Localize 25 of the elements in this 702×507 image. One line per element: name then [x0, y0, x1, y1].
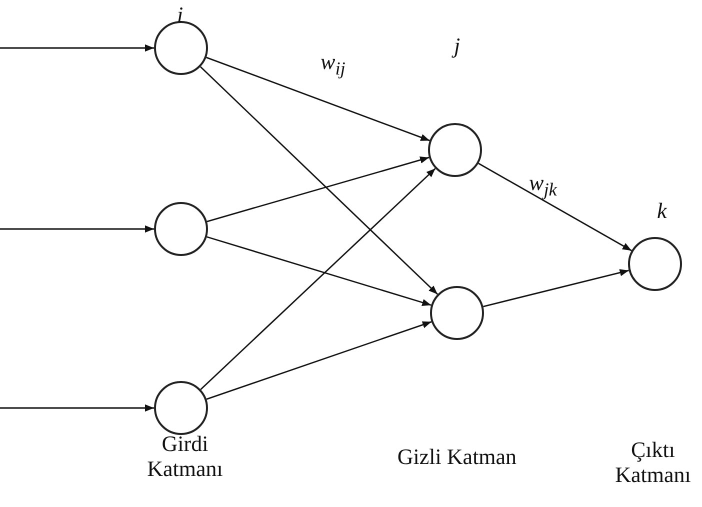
neuron-circle	[154, 21, 208, 75]
arrow	[478, 162, 632, 252]
neuron-circle	[628, 237, 682, 291]
arrow	[0, 225, 154, 233]
layer-caption: Girdi Katmanı	[146, 430, 224, 482]
neuron-circle	[430, 286, 484, 340]
neuron-circle	[428, 123, 482, 177]
weight-label: w$_{ij}$	[320, 49, 346, 80]
weight-label: w$_{jk}$	[529, 170, 557, 200]
arrow	[0, 44, 154, 52]
index-label: j	[454, 32, 460, 58]
arrow	[200, 168, 436, 390]
neuron-circle	[154, 381, 208, 435]
arrow	[483, 269, 629, 308]
neuron-circle	[154, 202, 208, 256]
arrow	[200, 66, 438, 295]
arrow	[206, 156, 430, 222]
index-label: k	[657, 198, 667, 223]
arrow	[206, 321, 432, 400]
layer-caption: Çıktı Katmanı	[614, 436, 692, 488]
arrow	[206, 56, 430, 142]
arrow	[206, 236, 432, 306]
arrow	[0, 404, 154, 412]
layer-caption: Gizli Katman	[397, 444, 517, 469]
index-label: i	[177, 2, 184, 27]
